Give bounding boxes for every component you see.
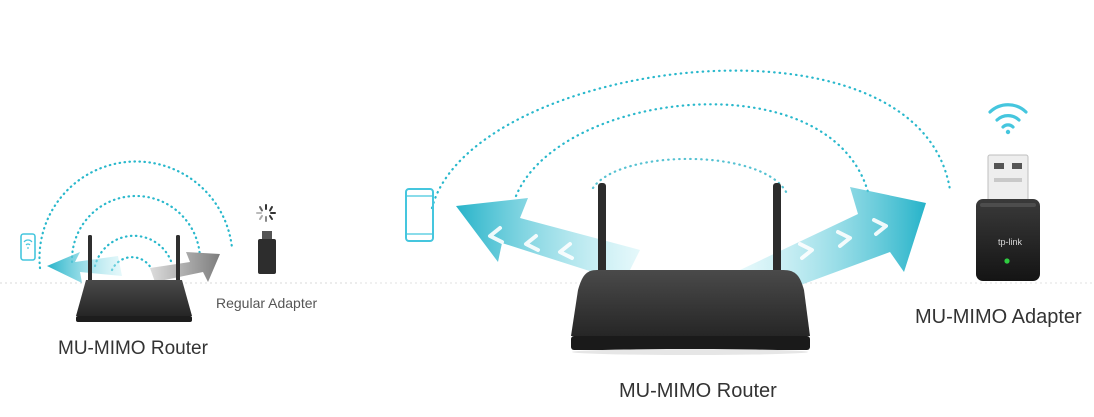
regular-adapter-icon xyxy=(258,231,276,274)
gray-beam-arrow-icon xyxy=(150,252,220,282)
center-router-icon xyxy=(571,183,810,355)
center-router-label: MU-MIMO Router xyxy=(619,380,777,402)
mu-mimo-adapter-icon: tp-link xyxy=(976,154,1040,281)
regular-adapter-label: Regular Adapter xyxy=(216,295,318,311)
left-beam-arrow-icon xyxy=(47,252,122,283)
loading-icon xyxy=(256,204,276,222)
mu-mimo-adapter-label: MU-MIMO Adapter xyxy=(915,306,1082,328)
small-phone-icon xyxy=(20,233,36,261)
left-router-label: MU-MIMO Router xyxy=(58,338,208,359)
adapter-brand-text: tp-link xyxy=(998,237,1023,247)
left-router-icon xyxy=(76,235,192,322)
beam-chevrons xyxy=(488,218,888,260)
left-beam-arrow-icon xyxy=(456,198,640,282)
wifi-icon xyxy=(988,103,1028,135)
large-phone-icon xyxy=(405,188,434,242)
center-signal-arcs xyxy=(430,69,952,210)
